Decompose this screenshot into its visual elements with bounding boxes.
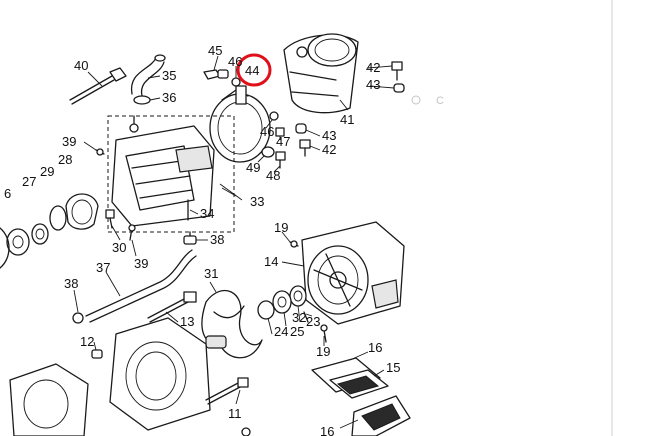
part-42-bolt-top <box>391 61 403 81</box>
part-deflector-ring <box>209 85 271 163</box>
callout-43b: 43 <box>322 128 336 143</box>
part-29-oring <box>49 205 67 231</box>
part-12-plug <box>91 349 103 359</box>
highlight-circle <box>236 53 272 87</box>
callout-39a: 39 <box>62 134 76 149</box>
part-lower-housing-left <box>9 363 89 436</box>
callout-32: 24 <box>274 324 288 339</box>
callout-38b: 38 <box>64 276 78 291</box>
callout-13: 13 <box>180 314 194 329</box>
callout-34: 34 <box>200 206 214 221</box>
part-14-pump-housing <box>301 221 405 325</box>
part-30-bolt <box>105 209 115 229</box>
callout-39b: 39 <box>134 256 148 271</box>
callout-41: 41 <box>340 112 354 127</box>
callout-19b: 19 <box>316 344 330 359</box>
callout-42b: 42 <box>322 142 336 157</box>
callout-46a: 46 <box>228 54 242 69</box>
callout-43a: 43 <box>366 77 380 92</box>
callout-15: 15 <box>386 360 400 375</box>
svg-text:C: C <box>436 95 444 107</box>
leader-lines <box>73 55 395 429</box>
part-lower-housing-center <box>109 317 211 431</box>
watermark: C <box>411 95 444 107</box>
callout-44-highlighted: 44 <box>245 63 259 78</box>
part-edge-left <box>0 227 10 269</box>
callout-25: 32 <box>292 310 306 325</box>
callout-24: 23 <box>306 314 320 329</box>
part-36-clamp <box>133 95 151 105</box>
callout-46b: 46 <box>260 124 274 139</box>
part-45-fitting <box>203 69 229 80</box>
part-43-collar-top <box>393 83 405 93</box>
part-46-washer <box>231 77 241 87</box>
callout-12: 12 <box>80 334 94 349</box>
part-28-fitting <box>65 193 99 230</box>
part-37-tube <box>85 249 197 323</box>
part-15-cover <box>329 369 389 399</box>
part-19-pin-a <box>289 240 299 248</box>
part-35-hose <box>130 54 166 97</box>
part-49-bushing <box>261 146 275 158</box>
part-31-impeller <box>201 289 263 359</box>
part-bottom-cover <box>351 395 411 436</box>
part-40-bolt <box>69 67 127 105</box>
callout-16b: 16 <box>320 424 334 436</box>
part-39-pin-a <box>95 148 105 156</box>
part-32-collar <box>257 300 275 320</box>
part-13-bolt <box>147 291 197 323</box>
callout-36: 36 <box>162 90 176 105</box>
part-43-collar <box>295 123 307 134</box>
callout-37: 37 <box>96 260 110 275</box>
callout-11: 11 <box>228 406 242 421</box>
part-16-gasket <box>311 357 381 393</box>
part-46-washer-b <box>269 111 279 121</box>
part-27-seal <box>31 223 49 245</box>
part-23-bearing <box>272 290 292 314</box>
part-42-bolt <box>299 139 311 157</box>
callout-31: 31 <box>204 266 218 281</box>
part-39-pin-b <box>128 224 136 241</box>
part-48-bolt <box>275 151 286 169</box>
part-bottom-fastener <box>241 427 251 436</box>
part-33-housing <box>111 115 215 227</box>
callout-38a: 38 <box>210 232 224 247</box>
callout-45: 45 <box>208 43 222 58</box>
assembly-33-box <box>107 115 235 233</box>
callout-42a: 42 <box>366 60 380 75</box>
callout-27: 27 <box>22 174 36 189</box>
part-19-pin-b <box>320 324 328 343</box>
callout-35: 35 <box>162 68 176 83</box>
callout-16a: 16 <box>368 340 382 355</box>
callout-48: 48 <box>266 168 280 183</box>
part-24-pin <box>303 311 309 323</box>
part-38-plug-b <box>72 312 84 324</box>
part-38-plug-a <box>183 231 197 245</box>
callout-49: 49 <box>246 160 260 175</box>
callout-6: 6 <box>4 186 11 201</box>
callout-47: 47 <box>276 134 290 149</box>
callout-28: 28 <box>58 152 72 167</box>
part-6-bearing <box>6 228 30 256</box>
callout-14: 14 <box>264 254 278 269</box>
callout-23: 25 <box>290 324 304 339</box>
callout-40: 40 <box>74 58 88 73</box>
callout-labels: 40 35 36 45 46 44 42 43 41 46 47 43 42 3… <box>4 43 400 436</box>
callout-29: 29 <box>40 164 54 179</box>
part-11-bolt <box>205 377 249 405</box>
callout-30: 30 <box>112 240 126 255</box>
part-41-nozzle <box>283 33 359 114</box>
callout-19a: 19 <box>274 220 288 235</box>
callout-33: 33 <box>250 194 264 209</box>
part-25-seal <box>289 285 307 307</box>
